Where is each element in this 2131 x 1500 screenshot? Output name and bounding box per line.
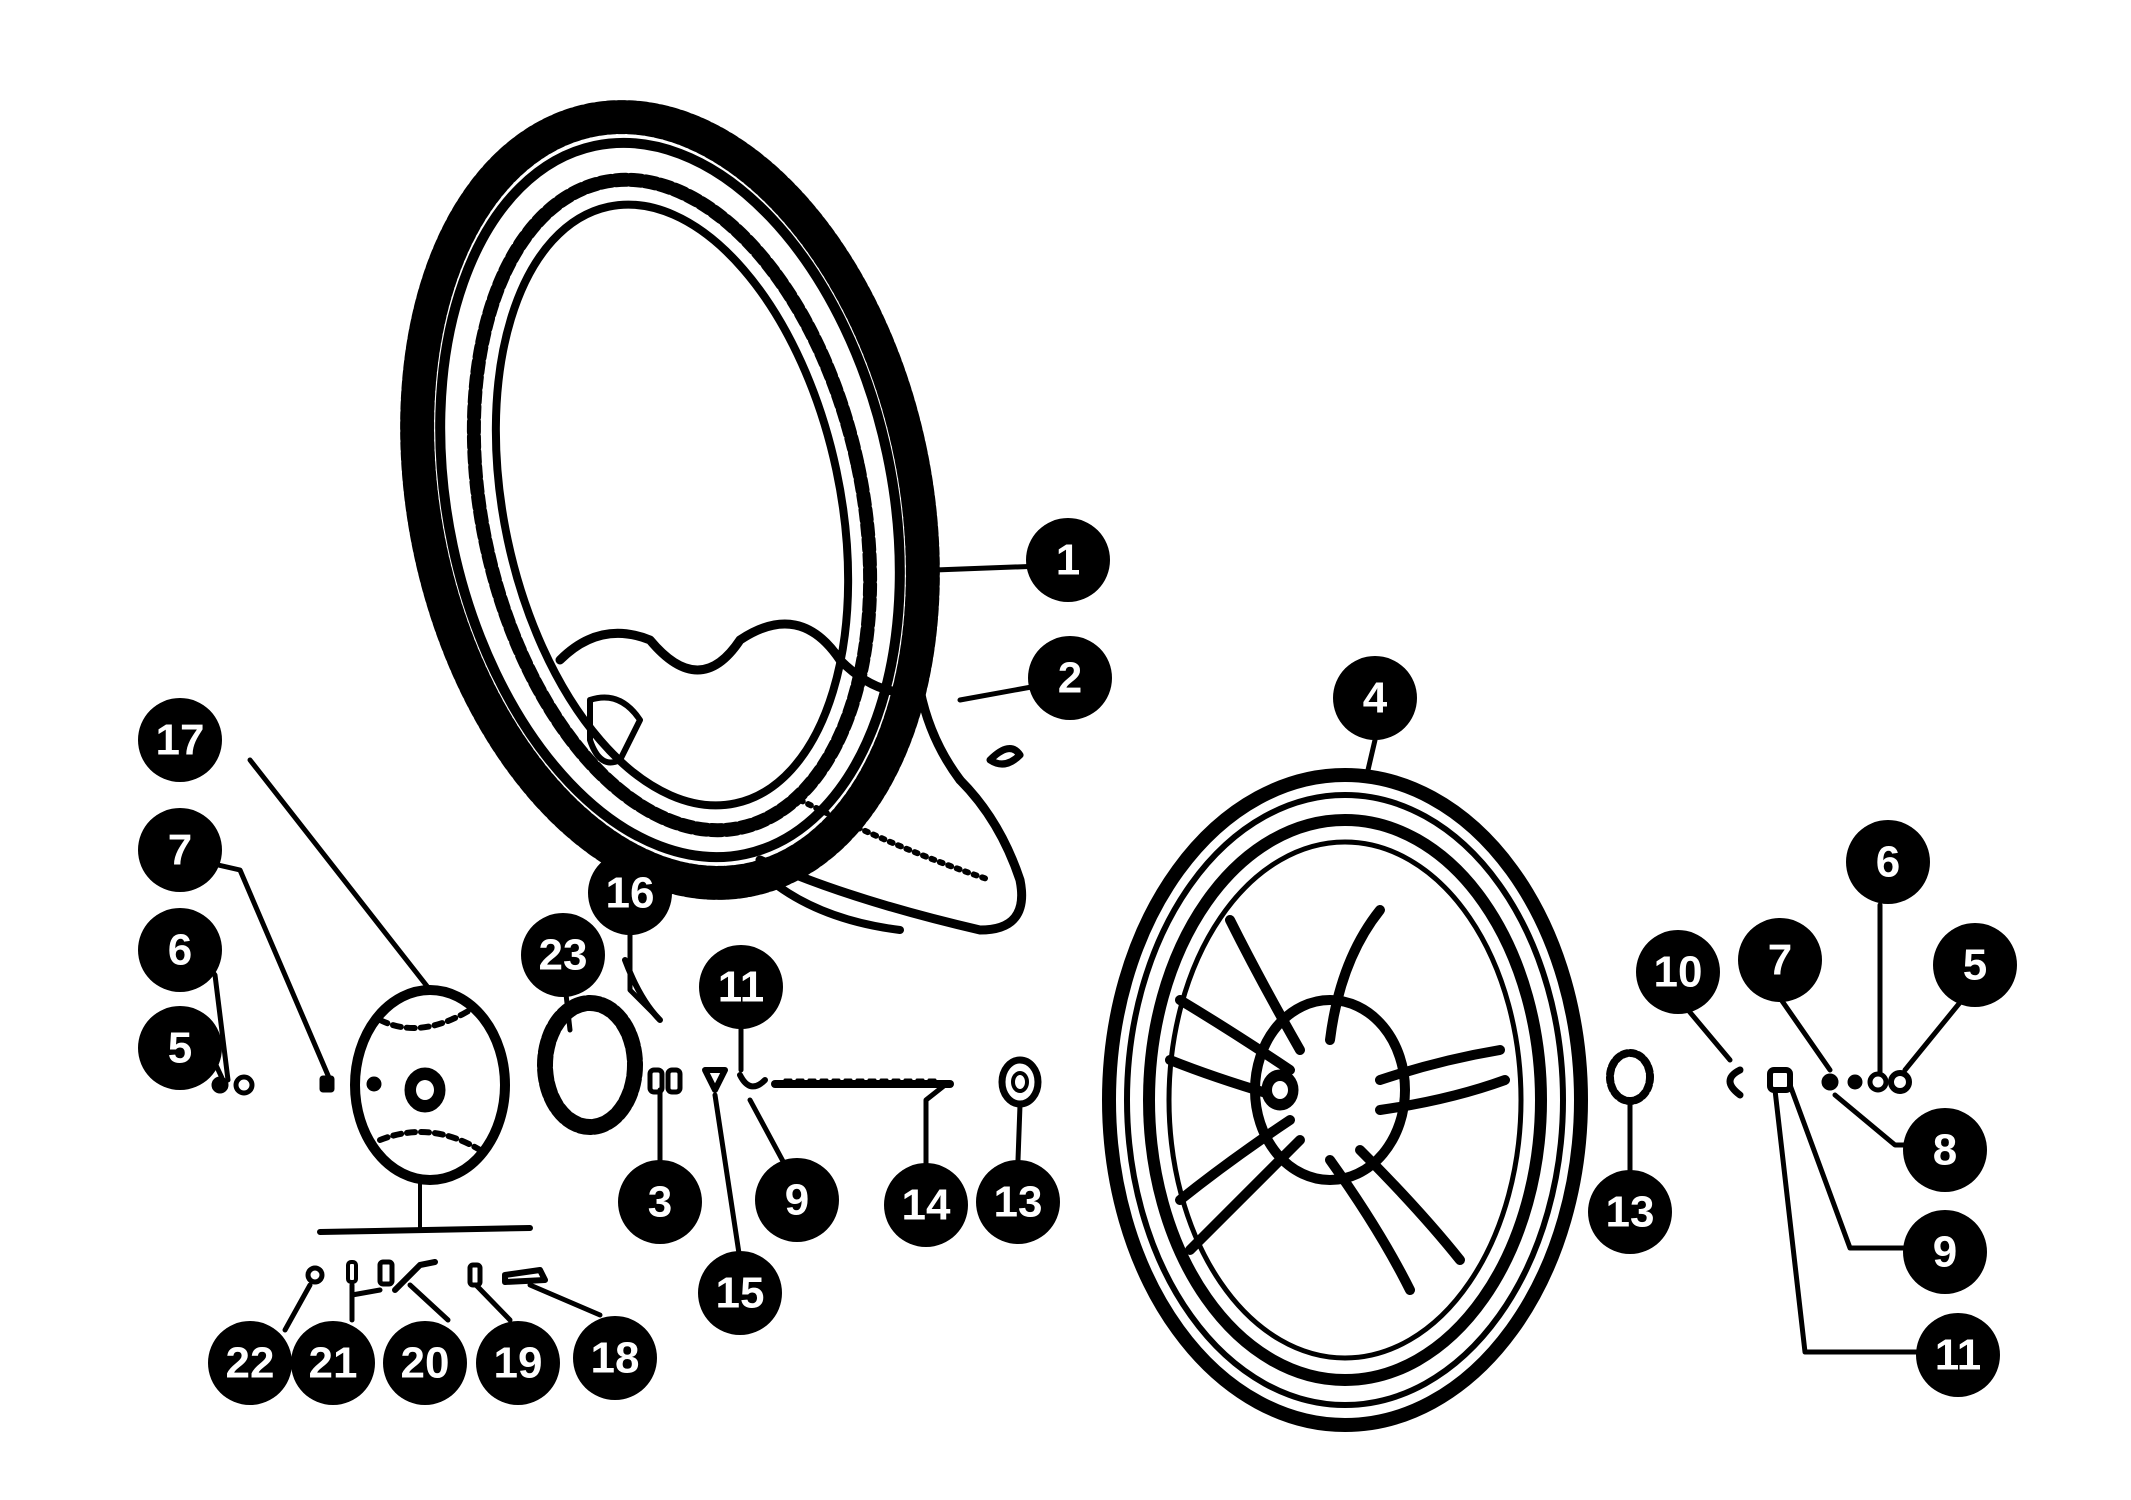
svg-text:15: 15 bbox=[716, 1269, 765, 1318]
callout-14: 14 bbox=[884, 1163, 968, 1247]
callout-9-center: 9 bbox=[755, 1158, 839, 1242]
svg-text:17: 17 bbox=[156, 716, 205, 765]
svg-text:11: 11 bbox=[718, 963, 765, 1012]
svg-text:6: 6 bbox=[1876, 838, 1900, 887]
bearing-left bbox=[998, 1056, 1042, 1108]
callout-6-left: 6 bbox=[138, 908, 222, 992]
brake-shoes bbox=[537, 995, 643, 1135]
callout-11-center: 11 bbox=[699, 945, 783, 1029]
callout-20: 20 bbox=[383, 1321, 467, 1405]
leader-lines bbox=[202, 562, 1965, 1355]
svg-text:10: 10 bbox=[1654, 948, 1703, 997]
rim-wheel bbox=[1102, 768, 1588, 1432]
brake-plate bbox=[317, 985, 533, 1235]
callout-13-right: 13 bbox=[1588, 1170, 1672, 1254]
callout-7-left: 7 bbox=[138, 808, 222, 892]
svg-text:19: 19 bbox=[494, 1339, 543, 1388]
svg-text:22: 22 bbox=[226, 1339, 275, 1388]
svg-text:2: 2 bbox=[1058, 654, 1082, 703]
svg-text:7: 7 bbox=[1768, 936, 1792, 985]
callout-2: 2 bbox=[1028, 636, 1112, 720]
callout-23: 23 bbox=[521, 913, 605, 997]
inner-tube bbox=[555, 619, 1027, 935]
callout-4: 4 bbox=[1333, 656, 1417, 740]
callout-1: 1 bbox=[1026, 518, 1110, 602]
svg-text:6: 6 bbox=[168, 926, 192, 975]
callout-6-right: 6 bbox=[1846, 820, 1930, 904]
svg-text:14: 14 bbox=[902, 1181, 951, 1230]
callout-17: 17 bbox=[138, 698, 222, 782]
svg-text:16: 16 bbox=[606, 869, 655, 918]
callout-16: 16 bbox=[588, 851, 672, 935]
svg-text:13: 13 bbox=[994, 1178, 1043, 1227]
callout-13-center: 13 bbox=[976, 1160, 1060, 1244]
callout-8: 8 bbox=[1903, 1108, 1987, 1192]
spacers-bushings bbox=[647, 1067, 768, 1095]
callout-15: 15 bbox=[698, 1251, 782, 1335]
svg-text:7: 7 bbox=[168, 826, 192, 875]
svg-text:21: 21 bbox=[309, 1339, 358, 1388]
svg-text:9: 9 bbox=[785, 1176, 809, 1225]
svg-text:1: 1 bbox=[1056, 536, 1080, 585]
svg-text:3: 3 bbox=[648, 1178, 672, 1227]
callout-22: 22 bbox=[208, 1321, 292, 1405]
svg-text:5: 5 bbox=[1963, 941, 1987, 990]
svg-text:11: 11 bbox=[1935, 1331, 1982, 1380]
tyre bbox=[400, 100, 940, 900]
bearing-right bbox=[1606, 1049, 1654, 1105]
svg-text:9: 9 bbox=[1933, 1228, 1957, 1277]
callout-11-right: 11 bbox=[1916, 1313, 2000, 1397]
callout-7-right: 7 bbox=[1738, 918, 1822, 1002]
callout-5-left: 5 bbox=[138, 1006, 222, 1090]
callout-10: 10 bbox=[1636, 930, 1720, 1014]
callout-21: 21 bbox=[291, 1321, 375, 1405]
brake-small-parts bbox=[305, 1259, 548, 1293]
svg-text:8: 8 bbox=[1933, 1126, 1957, 1175]
svg-text:18: 18 bbox=[591, 1334, 640, 1383]
axle bbox=[771, 1078, 954, 1088]
callout-9-right: 9 bbox=[1903, 1210, 1987, 1294]
svg-text:23: 23 bbox=[539, 931, 588, 980]
callout-18: 18 bbox=[573, 1316, 657, 1400]
svg-text:4: 4 bbox=[1363, 674, 1388, 723]
callout-5-right: 5 bbox=[1933, 923, 2017, 1007]
callout-19: 19 bbox=[476, 1321, 560, 1405]
svg-text:5: 5 bbox=[168, 1024, 192, 1073]
small-parts-right bbox=[1726, 1066, 1912, 1099]
svg-text:20: 20 bbox=[401, 1339, 450, 1388]
svg-text:13: 13 bbox=[1606, 1188, 1655, 1237]
callout-3: 3 bbox=[618, 1160, 702, 1244]
